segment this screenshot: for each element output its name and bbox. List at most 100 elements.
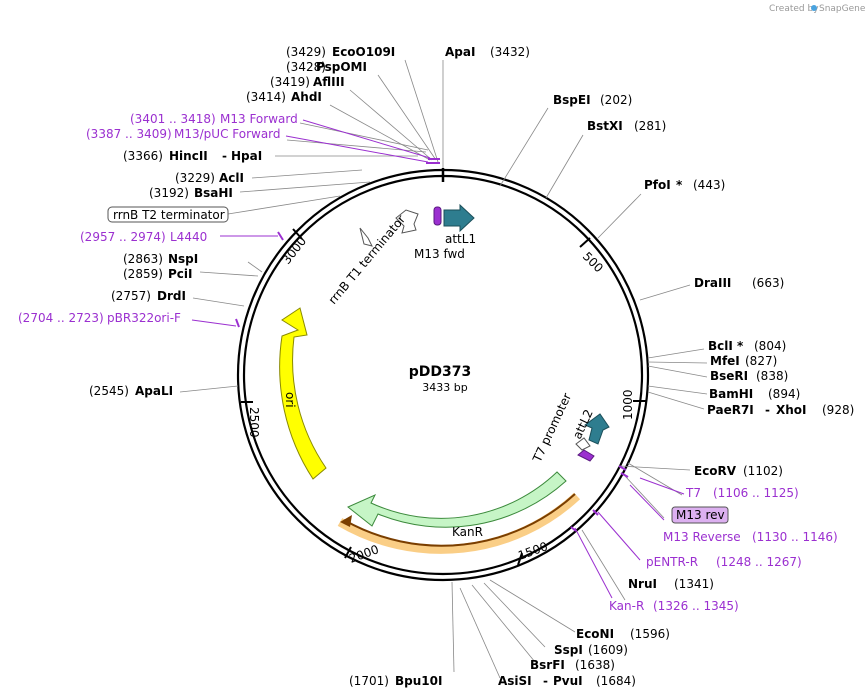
- tick-mark-3000: [292, 228, 303, 240]
- m13-fwd-label: M13 fwd: [414, 247, 465, 261]
- feature-rrnb-t2-terminator[interactable]: rrnB T2 terminator: [107, 206, 229, 223]
- site-ecorv[interactable]: EcoRV (1102): [694, 464, 783, 478]
- primer-pentr-r[interactable]: pENTR-R (1248 .. 1267): [646, 555, 802, 569]
- site-mfei[interactable]: MfeI (827): [710, 354, 777, 368]
- tick-mark-1500: [517, 552, 523, 566]
- site-position: (894): [768, 387, 800, 401]
- site-position: (202): [600, 93, 632, 107]
- plasmid-name: pDD373: [409, 364, 472, 380]
- m13-fwd-feature[interactable]: [433, 206, 442, 226]
- primer-name: T7: [685, 486, 701, 500]
- site-name: BspEI: [553, 93, 591, 107]
- snapgene-credit: Created by SnapGene: [769, 4, 866, 14]
- site-name-2: XhoI: [776, 403, 807, 417]
- site-asisi-pvui[interactable]: AsiSI - PvuI (1684): [498, 674, 636, 688]
- primer-name: M13/pUC Forward: [174, 127, 281, 141]
- site-draiii[interactable]: DraIII (663): [694, 276, 784, 290]
- site-bspei[interactable]: BspEI (202): [553, 93, 632, 107]
- site-separator: -: [222, 149, 227, 163]
- primer-position: (1326 .. 1345): [653, 599, 739, 613]
- primer-name: Kan-R: [609, 599, 644, 613]
- site-name: Bpu10I: [395, 674, 442, 688]
- primer-l4440[interactable]: (2957 .. 2974) L4440: [80, 230, 207, 244]
- site-hincII-hpai[interactable]: (3366) HincII - HpaI: [123, 149, 262, 163]
- site-nrui[interactable]: NruI (1341): [628, 577, 714, 591]
- tick-mark-500: [579, 237, 591, 248]
- site-position: (3192): [149, 186, 189, 200]
- site-drdi[interactable]: (2757) DrdI: [111, 289, 186, 303]
- site-aflIII[interactable]: (3419) AflIII: [270, 75, 345, 89]
- leader-lines: [179, 59, 708, 679]
- attl2-arrow[interactable]: [583, 413, 610, 445]
- rrnb-t2-terminator-mark: [359, 227, 373, 247]
- site-name: BsaHI: [194, 186, 233, 200]
- site-acli[interactable]: (3229) AclI: [175, 171, 244, 185]
- credit-brand: SnapGene: [819, 4, 866, 14]
- site-bseri[interactable]: BseRI (838): [710, 369, 788, 383]
- site-name: BstXI: [587, 119, 623, 133]
- kanr-arrow[interactable]: [347, 471, 567, 528]
- primer-box: [671, 506, 729, 524]
- primer-kan-r[interactable]: Kan-R (1326 .. 1345): [609, 599, 739, 613]
- site-position: (804): [754, 339, 786, 353]
- site-name: BclI: [708, 339, 733, 353]
- site-bpu10i[interactable]: (1701) Bpu10I: [349, 674, 442, 688]
- ori-label: ori: [283, 392, 297, 408]
- site-bcli[interactable]: BclI * (804): [708, 339, 786, 353]
- primer-m13-rev[interactable]: M13 rev: [671, 506, 729, 524]
- site-econi[interactable]: EcoNI (1596): [576, 627, 670, 641]
- site-ecoo109i[interactable]: (3429) EcoO109I: [286, 45, 395, 59]
- t7-promoter-label: T7 promoter: [530, 391, 575, 465]
- site-name: SspI: [554, 643, 583, 657]
- primer-m13-forward[interactable]: (3401 .. 3418) M13 Forward: [130, 112, 298, 126]
- site-star: *: [737, 339, 744, 353]
- site-name: AflIII: [313, 75, 345, 89]
- site-position: (2757): [111, 289, 151, 303]
- primer-position: (1106 .. 1125): [713, 486, 799, 500]
- site-name: PspOMI: [316, 60, 367, 74]
- primer-name: L4440: [170, 230, 207, 244]
- site-position: (2863): [123, 252, 163, 266]
- site-position: (443): [693, 178, 725, 192]
- attl1-label: attL1: [445, 232, 476, 246]
- site-name: AclI: [219, 171, 244, 185]
- site-position: (1609): [588, 643, 628, 657]
- attl1-arrow[interactable]: [443, 203, 475, 233]
- site-pcii[interactable]: (2859) PciI: [123, 267, 193, 281]
- primer-t7[interactable]: T7 (1106 .. 1125): [685, 486, 799, 500]
- site-bstxi[interactable]: BstXI (281): [587, 119, 666, 133]
- primer-m13-reverse[interactable]: M13 Reverse (1130 .. 1146): [663, 530, 838, 544]
- site-sspi[interactable]: SspI (1609): [554, 643, 628, 657]
- site-position: (281): [634, 119, 666, 133]
- site-pfoi[interactable]: PfoI * (443): [644, 178, 725, 192]
- site-bsrfi[interactable]: BsrFI (1638): [530, 658, 615, 672]
- t7-promoter-arrow[interactable]: [575, 437, 591, 451]
- site-apai[interactable]: ApaI (3432): [445, 45, 530, 59]
- primer-name: M13 Reverse: [663, 530, 741, 544]
- ori-arrow[interactable]: [279, 307, 327, 480]
- primer-pbr322ori-f[interactable]: (2704 .. 2723) pBR322ori-F: [18, 311, 181, 325]
- primer-m13-puc-forward[interactable]: (3387 .. 3409) M13/pUC Forward: [86, 127, 281, 141]
- site-paer7i-xhoi[interactable]: PaeR7I - XhoI (928): [707, 403, 854, 417]
- site-name: BsrFI: [530, 658, 565, 672]
- site-separator: -: [543, 674, 548, 688]
- rrnb-t1-terminator-arrow[interactable]: [395, 209, 419, 234]
- site-name: AhdI: [291, 90, 322, 104]
- site-position: (3432): [490, 45, 530, 59]
- site-apali[interactable]: (2545) ApaLI: [89, 384, 173, 398]
- primer-name: pBR322ori-F: [107, 311, 181, 325]
- site-pspomi[interactable]: (3428) PspOMI: [286, 60, 367, 74]
- site-ahdi[interactable]: (3414) AhdI: [246, 90, 322, 104]
- site-name: DraIII: [694, 276, 731, 290]
- kanr-label: KanR: [452, 525, 483, 539]
- primer-name: M13 Forward: [220, 112, 298, 126]
- primer-position: (1130 .. 1146): [752, 530, 838, 544]
- site-name: ApaLI: [135, 384, 173, 398]
- site-nspi[interactable]: (2863) NspI: [123, 252, 198, 266]
- site-bamhi[interactable]: BamHI (894): [709, 387, 800, 401]
- kanr-line: [343, 493, 576, 547]
- site-position: (1638): [575, 658, 615, 672]
- site-bsahi[interactable]: (3192) BsaHI: [149, 186, 233, 200]
- m13-rev-feature[interactable]: [577, 449, 595, 462]
- site-position: (3366): [123, 149, 163, 163]
